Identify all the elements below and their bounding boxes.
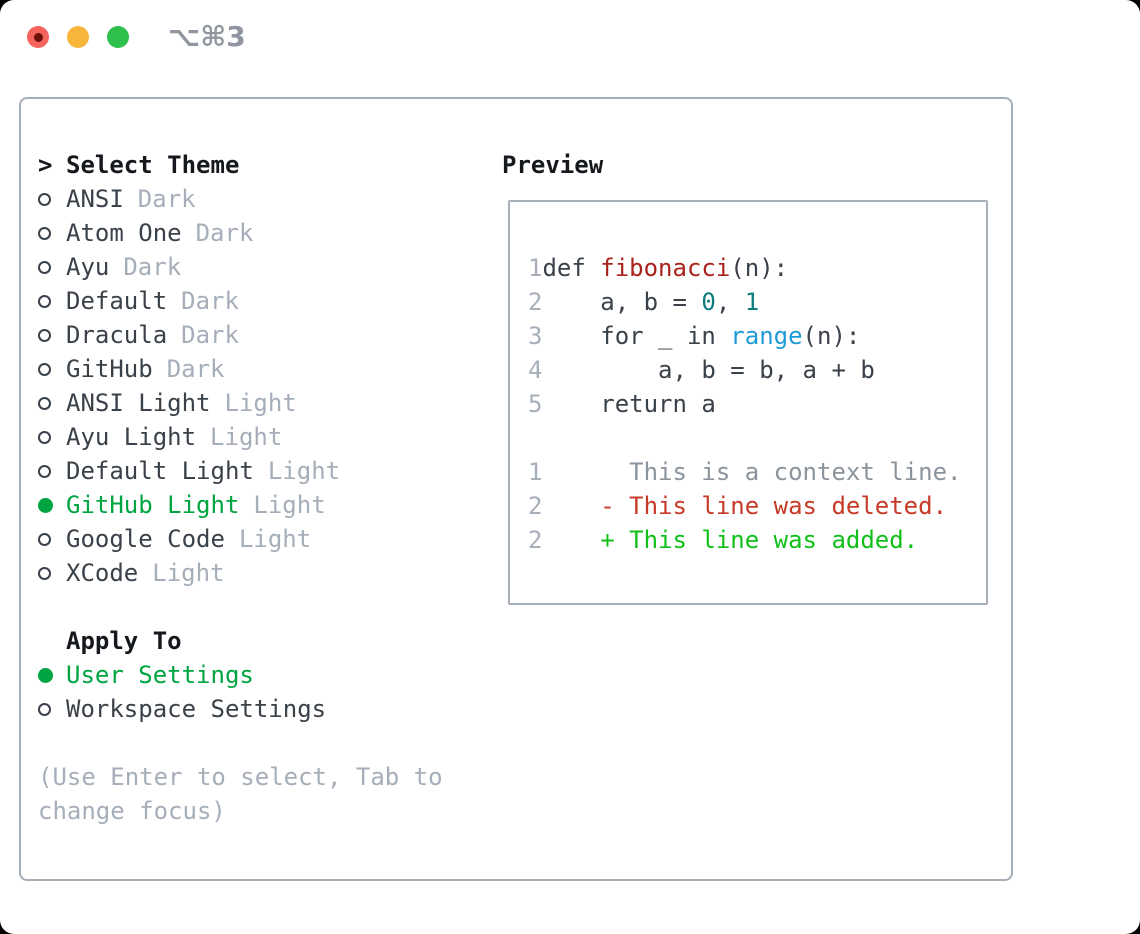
apply-option-name: User Settings [66, 661, 254, 689]
theme-name: GitHub Light [66, 491, 240, 519]
theme-name: Default [66, 287, 168, 315]
code-preview: 1 def fibonacci(n): 2 a, b = 0, 1 3 for _ … [528, 251, 961, 557]
theme-variant-tag: Dark [181, 287, 239, 315]
radio-unselected-icon [38, 464, 51, 478]
theme-option-atom-one[interactable]: Atom One Dark [38, 216, 443, 250]
theme-variant-tag: Dark [166, 355, 225, 383]
preview-line-1: 1 def fibonacci(n): [528, 254, 789, 282]
theme-option-ansi[interactable]: ANSI Dark [38, 182, 443, 216]
preview-header-label: Preview [502, 151, 604, 179]
radio-unselected-icon [38, 396, 51, 410]
maximize-button[interactable] [107, 26, 129, 48]
radio-unselected-icon [38, 294, 51, 308]
theme-name: Dracula [66, 321, 168, 349]
radio-selected-icon [38, 667, 53, 683]
close-dot-icon [33, 32, 43, 42]
preview-line-6 [528, 421, 961, 455]
theme-option-dracula[interactable]: Dracula Dark [38, 318, 443, 352]
close-button[interactable] [27, 26, 49, 48]
radio-unselected-icon [38, 566, 51, 580]
preview-line-5: 5 return a [528, 390, 716, 418]
theme-variant-tag: Dark [181, 321, 239, 349]
apply-to-header: Apply To [38, 624, 443, 658]
theme-variant-tag: Light [224, 389, 297, 417]
hint-line-1: (Use Enter to select, Tab to [38, 763, 443, 791]
theme-option-default[interactable]: Default Dark [38, 284, 443, 318]
preview-line-3: 3 for _ in range(n): [528, 322, 861, 350]
line-number: 2 [528, 288, 543, 316]
window-title: ⌥⌘3 [168, 20, 246, 53]
theme-variant-tag: Light [238, 525, 312, 553]
select-theme-header: > Select Theme [38, 148, 443, 182]
theme-name: ANSI [66, 185, 124, 213]
radio-unselected-icon [38, 260, 51, 274]
theme-variant-tag: Light [267, 457, 341, 485]
theme-variant-tag: Dark [137, 185, 196, 213]
hint-line-2: change focus) [38, 797, 226, 825]
theme-option-default-light[interactable]: Default Light Light [38, 454, 443, 488]
select-theme-label: Select Theme [66, 151, 240, 179]
theme-name: Ayu [66, 253, 110, 281]
theme-name: ANSI Light [66, 389, 211, 417]
radio-unselected-icon [38, 702, 51, 716]
theme-variant-tag: Light [253, 491, 326, 519]
line-number: 2 [528, 526, 543, 554]
radio-unselected-icon [38, 532, 51, 546]
radio-unselected-icon [38, 362, 51, 376]
theme-option-google-code[interactable]: Google Code Light [38, 522, 443, 556]
theme-option-github[interactable]: GitHub Dark [38, 352, 443, 386]
minimize-button[interactable] [67, 26, 89, 48]
preview-line-9: 2 + This line was added. [528, 526, 919, 554]
theme-name: Default Light [66, 457, 254, 485]
preview-line-8: 2 - This line was deleted. [528, 492, 948, 520]
radio-unselected-icon [38, 226, 51, 240]
traffic-lights [27, 26, 129, 48]
line-number: 1 [528, 254, 543, 282]
theme-name: Google Code [66, 525, 225, 553]
focus-prompt-icon: > [38, 151, 53, 179]
theme-name: Atom One [66, 219, 182, 247]
preview-line-2: 2 a, b = 0, 1 [528, 288, 760, 316]
preview-header: Preview [502, 148, 603, 182]
theme-option-ayu-light[interactable]: Ayu Light Light [38, 420, 443, 454]
theme-variant-tag: Light [152, 559, 225, 587]
radio-unselected-icon [38, 430, 51, 444]
preview-box: 1 def fibonacci(n): 2 a, b = 0, 1 3 for _ … [508, 200, 988, 605]
theme-option-ayu[interactable]: Ayu Dark [38, 250, 443, 284]
apply-option-name: Workspace Settings [66, 695, 327, 723]
theme-variant-tag: Dark [123, 253, 182, 281]
theme-option-ansi-light[interactable]: ANSI Light Light [38, 386, 443, 420]
preview-line-7: 1 This is a context line. [528, 458, 962, 486]
theme-option-github-light[interactable]: GitHub Light Light [38, 488, 443, 522]
theme-name: XCode [66, 559, 139, 587]
line-number: 3 [528, 322, 543, 350]
theme-variant-tag: Light [210, 423, 283, 451]
line-number: 1 [528, 458, 543, 486]
radio-unselected-icon [38, 192, 51, 206]
line-number: 4 [528, 356, 543, 384]
theme-option-xcode[interactable]: XCode Light [38, 556, 443, 590]
radio-unselected-icon [38, 328, 51, 342]
apply-option-user-settings[interactable]: User Settings [38, 658, 443, 692]
radio-selected-icon [38, 497, 53, 513]
line-number: 2 [528, 492, 543, 520]
theme-variant-tag: Dark [195, 219, 254, 247]
apply-option-workspace-settings[interactable]: Workspace Settings [38, 692, 443, 726]
theme-name: Ayu Light [66, 423, 197, 451]
line-number: 5 [528, 390, 543, 418]
theme-name: GitHub [66, 355, 153, 383]
preview-line-4: 4 a, b = b, a + b [528, 356, 875, 384]
apply-to-label: Apply To [66, 627, 182, 655]
